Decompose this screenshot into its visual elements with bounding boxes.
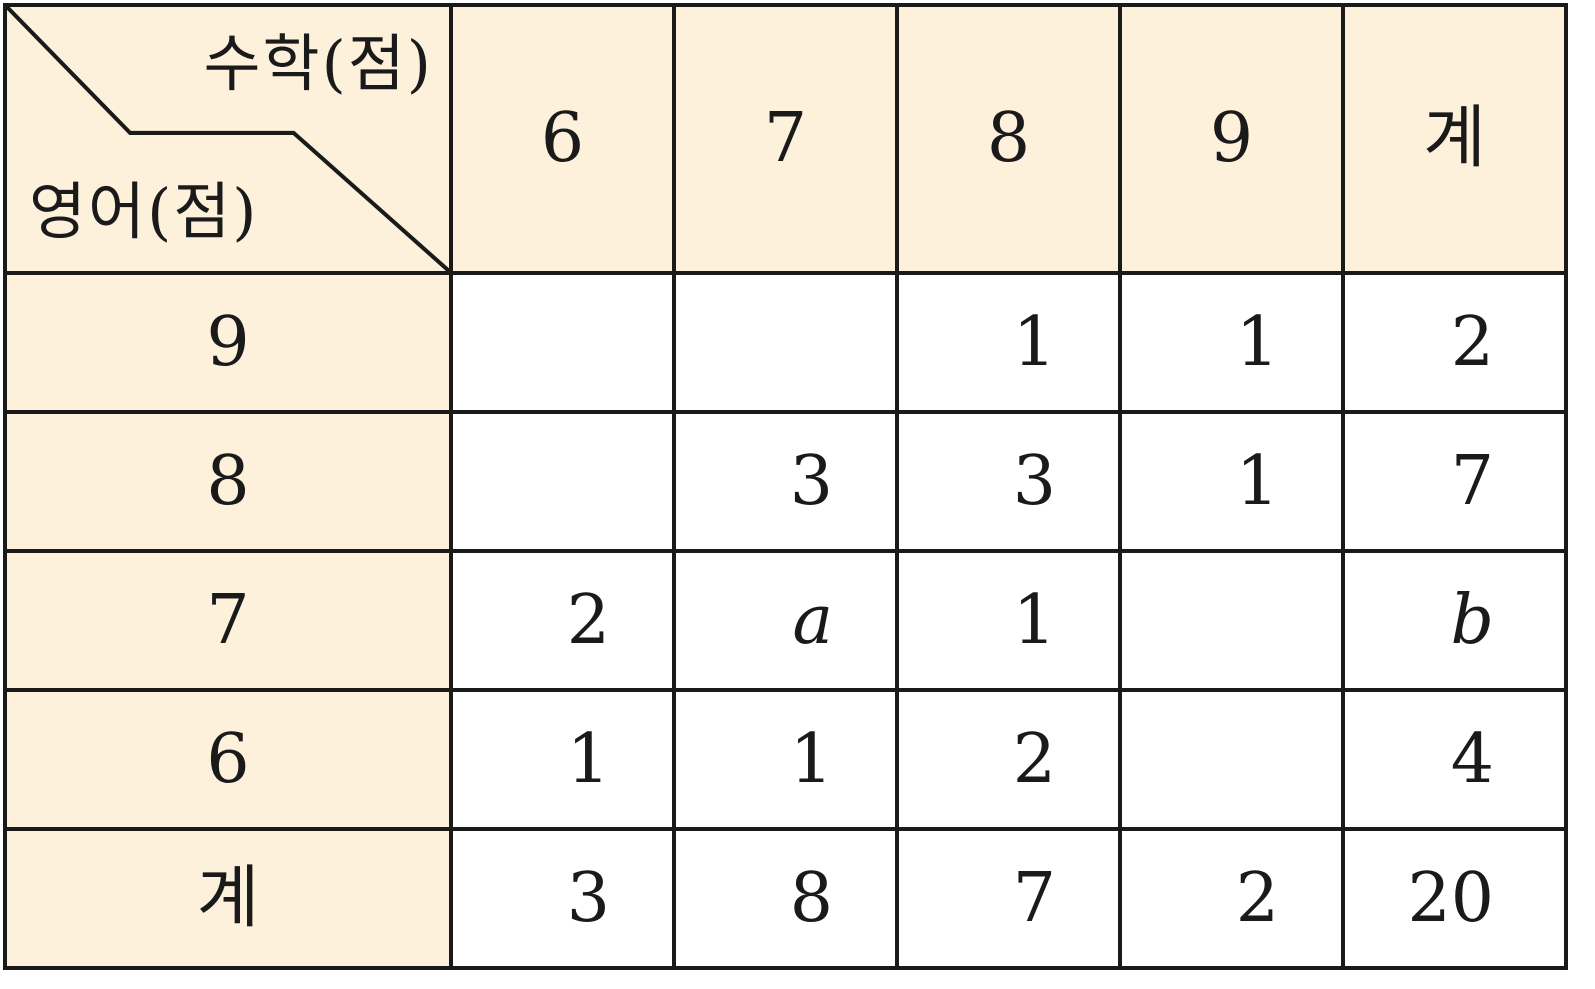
- column-header-total: 계: [1341, 3, 1568, 275]
- corner-cell: 수학(점) 영어(점): [3, 3, 453, 275]
- header-row: 수학(점) 영어(점) 6 7 8 9 계: [3, 3, 1568, 275]
- table-cell: 3: [672, 410, 899, 553]
- column-total-cell: 7: [895, 827, 1122, 970]
- column-header: 8: [895, 3, 1122, 275]
- table-row: 6 1 1 2 4: [3, 688, 1568, 831]
- table-cell: 3: [895, 410, 1122, 553]
- table-cell: [449, 271, 676, 414]
- table-cell: 1: [672, 688, 899, 831]
- column-header: 6: [449, 3, 676, 275]
- table-cell: [449, 410, 676, 553]
- english-score-axis-label: 영어(점): [29, 175, 259, 248]
- column-total-cell: 2: [1118, 827, 1345, 970]
- table-cell: 2: [895, 688, 1122, 831]
- row-total-cell: 2: [1341, 271, 1568, 414]
- table-cell: 1: [449, 688, 676, 831]
- column-header: 9: [1118, 3, 1345, 275]
- table-row: 8 3 3 1 7: [3, 410, 1568, 553]
- column-total-cell: 8: [672, 827, 899, 970]
- table-cell: 2: [449, 549, 676, 692]
- grand-total-cell: 20: [1341, 827, 1568, 970]
- row-header: 6: [3, 688, 453, 831]
- table-cell: 1: [895, 271, 1122, 414]
- math-score-axis-label: 수학(점): [203, 27, 433, 100]
- two-way-frequency-table: 수학(점) 영어(점) 6 7 8 9 계 9 1 1 2 8 3 3 1 7 …: [3, 3, 1568, 970]
- row-total-cell: 4: [1341, 688, 1568, 831]
- unknown-a-cell: a: [672, 549, 899, 692]
- table-cell: 1: [1118, 271, 1345, 414]
- table-row: 9 1 1 2: [3, 271, 1568, 414]
- row-header: 8: [3, 410, 453, 553]
- table-cell: [672, 271, 899, 414]
- row-header-total: 계: [3, 827, 453, 970]
- total-row: 계 3 8 7 2 20: [3, 827, 1568, 970]
- table-cell: 1: [1118, 410, 1345, 553]
- row-total-cell: 7: [1341, 410, 1568, 553]
- row-header: 7: [3, 549, 453, 692]
- table-cell: 1: [895, 549, 1122, 692]
- table-row: 7 2 a 1 b: [3, 549, 1568, 692]
- table-cell: [1118, 688, 1345, 831]
- frequency-table-container: 수학(점) 영어(점) 6 7 8 9 계 9 1 1 2 8 3 3 1 7 …: [3, 3, 1568, 970]
- table-cell: [1118, 549, 1345, 692]
- column-total-cell: 3: [449, 827, 676, 970]
- column-header: 7: [672, 3, 899, 275]
- corner-diagonal-divider: [7, 7, 449, 271]
- row-header: 9: [3, 271, 453, 414]
- unknown-b-cell: b: [1341, 549, 1568, 692]
